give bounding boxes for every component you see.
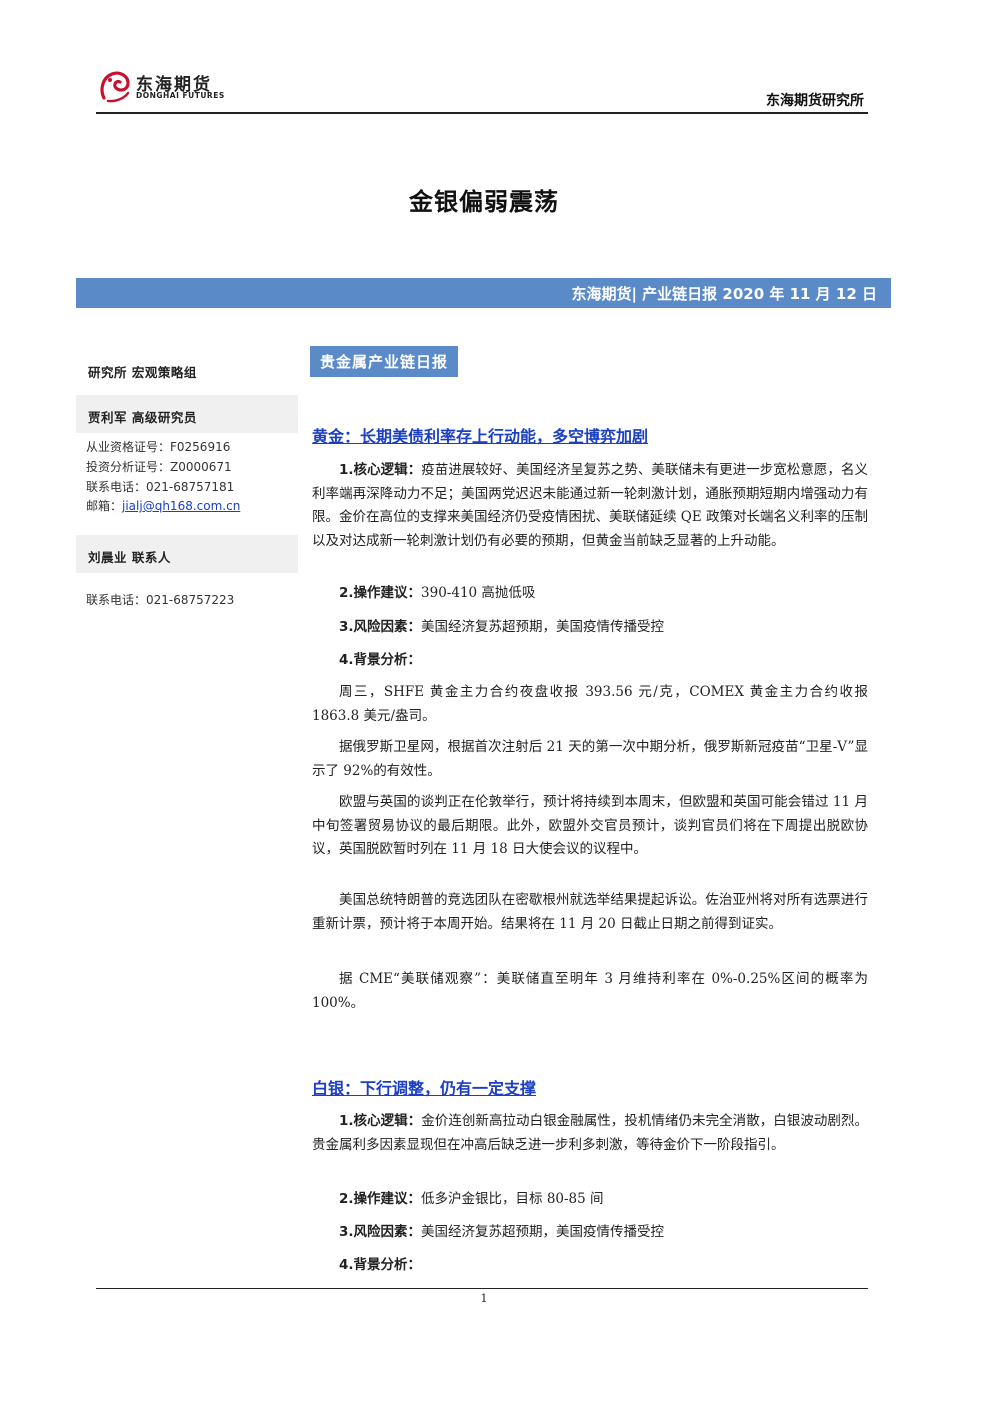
gold-core-logic: 1.核心逻辑：疫苗进展较好、美国经济呈复苏之势、美联储未有更进一步宽松意愿，名义… [312, 459, 868, 553]
gold-bg-para-5: 据 CME“美联储观察”：美联储直至明年 3 月维持利率在 0%-0.25%区间… [312, 968, 868, 1015]
email-label: 邮箱： [86, 499, 123, 513]
silver-operation: 2.操作建议：低多沪金银比，目标 80-85 间 [312, 1188, 868, 1212]
gold-risk-text: 美国经济复苏超预期，美国疫情传播受控 [421, 619, 665, 635]
silver-bg-label: 4.背景分析： [339, 1257, 422, 1273]
gold-core-text: 疫苗进展较好、美国经济呈复苏之势、美联储未有更进一步宽松意愿，名义利率端再深降动… [312, 462, 869, 549]
paragraph-text: 周三，SHFE 黄金主力合约夜盘收报 393.56 元/克，COMEX 黄金主力… [312, 684, 868, 724]
banner-text: 东海期货| 产业链日报 2020 年 11 月 12 日 [571, 285, 877, 303]
company-logo: 东海期货 DONGHAI FUTURES [98, 68, 228, 108]
sidebar-author2-header: 刘晨业 联系人 [76, 535, 298, 573]
silver-core-label: 1.核心逻辑： [339, 1113, 422, 1129]
author1-email-row: 邮箱：jialj@qh168.com.cn [86, 497, 240, 514]
gold-risk: 3.风险因素：美国经济复苏超预期，美国疫情传播受控 [312, 616, 868, 640]
section-tag: 贵金属产业链日报 [310, 346, 459, 377]
silver-background-heading: 4.背景分析： [312, 1254, 868, 1278]
author1-email-link[interactable]: jialj@qh168.com.cn [122, 499, 241, 513]
header-divider [96, 112, 868, 114]
gold-op-label: 2.操作建议： [339, 585, 422, 601]
gold-section-title[interactable]: 黄金：长期美债利率存上行动能，多空博弈加剧 [312, 427, 649, 446]
gold-background-heading: 4.背景分析： [312, 649, 868, 673]
author1-qualification: 从业资格证号：F0256916 [86, 440, 231, 454]
silver-risk: 3.风险因素：美国经济复苏超预期，美国疫情传播受控 [312, 1221, 868, 1245]
silver-core-text: 金价连创新高拉动白银金融属性，投机情绪仍未完全消散，白银波动剧烈。贵金属利多因素… [312, 1113, 869, 1153]
silver-op-text: 低多沪金银比，目标 80-85 间 [421, 1191, 604, 1207]
gold-bg-para-3: 欧盟与英国的谈判正在伦敦举行，预计将持续到本周末，但欧盟和英国可能会错过 11 … [312, 791, 868, 862]
author1-phone: 联系电话：021-68757181 [86, 480, 235, 494]
gold-bg-label: 4.背景分析： [339, 652, 422, 668]
author1-analysis-cert: 投资分析证号：Z0000671 [86, 460, 232, 474]
silver-section-title[interactable]: 白银：下行调整，仍有一定支撑 [312, 1079, 537, 1098]
report-banner: 东海期货| 产业链日报 2020 年 11 月 12 日 [76, 278, 891, 308]
author1-name: 贾利军 高级研究员 [88, 410, 197, 425]
report-title: 金银偏弱震荡 [409, 188, 559, 216]
gold-bg-para-1: 周三，SHFE 黄金主力合约夜盘收报 393.56 元/克，COMEX 黄金主力… [312, 681, 868, 728]
gold-bg-para-2: 据俄罗斯卫星网，根据首次注射后 21 天的第一次中期分析，俄罗斯新冠疫苗“卫星-… [312, 736, 868, 783]
page-number: 1 [480, 1292, 488, 1305]
gold-bg-para-4: 美国总统特朗普的竞选团队在密歇根州就选举结果提起诉讼。佐治亚州将对所有选票进行重… [312, 889, 868, 936]
sidebar-group-label: 研究所 宏观策略组 [88, 365, 197, 380]
silver-core-logic: 1.核心逻辑：金价连创新高拉动白银金融属性，投机情绪仍未完全消散，白银波动剧烈。… [312, 1110, 868, 1157]
gold-core-label: 1.核心逻辑： [339, 462, 422, 478]
dragon-logo-icon [100, 71, 130, 103]
institute-name: 东海期货研究所 [766, 93, 864, 109]
silver-risk-label: 3.风险因素： [339, 1224, 422, 1240]
author2-phone: 联系电话：021-68757223 [86, 593, 235, 607]
gold-operation: 2.操作建议：390-410 高抛低吸 [312, 582, 868, 606]
paragraph-text: 欧盟与英国的谈判正在伦敦举行，预计将持续到本周末，但欧盟和英国可能会错过 11 … [312, 794, 868, 857]
gold-op-text: 390-410 高抛低吸 [421, 585, 536, 601]
footer-divider [96, 1288, 868, 1289]
paragraph-text: 据俄罗斯卫星网，根据首次注射后 21 天的第一次中期分析，俄罗斯新冠疫苗“卫星-… [312, 739, 868, 779]
logo-english-text: DONGHAI FUTURES [136, 91, 225, 100]
sidebar-group: 研究所 宏观策略组 [76, 350, 298, 388]
paragraph-text: 据 CME“美联储观察”：美联储直至明年 3 月维持利率在 0%-0.25%区间… [312, 971, 868, 1011]
author2-name: 刘晨业 联系人 [88, 550, 171, 565]
silver-risk-text: 美国经济复苏超预期，美国疫情传播受控 [421, 1224, 665, 1240]
sidebar-author1-header: 贾利军 高级研究员 [76, 395, 298, 433]
paragraph-text: 美国总统特朗普的竞选团队在密歇根州就选举结果提起诉讼。佐治亚州将对所有选票进行重… [312, 892, 868, 932]
silver-op-label: 2.操作建议： [339, 1191, 422, 1207]
logo-chinese-text: 东海期货 [136, 75, 212, 95]
gold-risk-label: 3.风险因素： [339, 619, 422, 635]
